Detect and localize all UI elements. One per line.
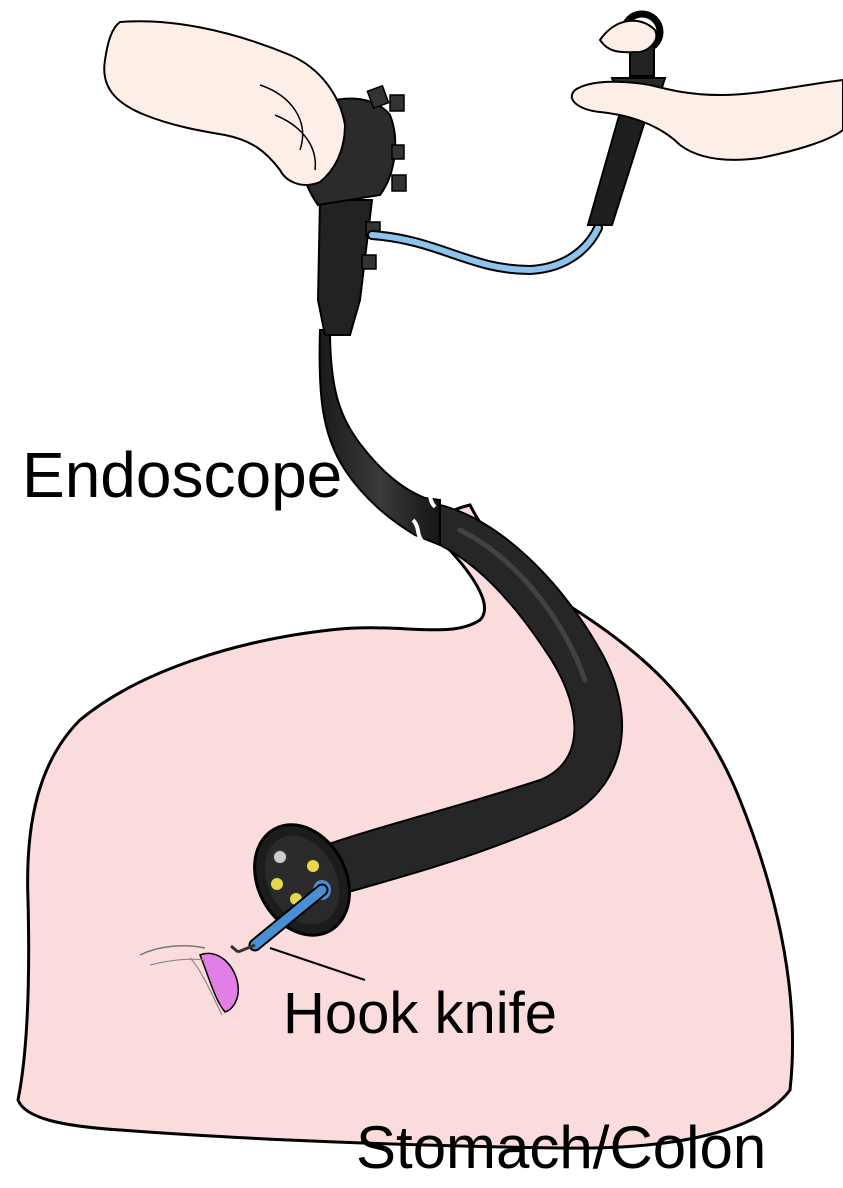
- tip-light-1: [307, 860, 319, 872]
- endoscope-shaft: [320, 330, 440, 545]
- hook-knife-label: Hook knife: [283, 985, 557, 1043]
- stomach-colon-label: Stomach/Colon: [356, 1118, 766, 1178]
- right-thumb: [600, 21, 656, 53]
- endoscope-label: Endoscope: [22, 443, 342, 507]
- left-hand: [104, 21, 345, 185]
- tip-water-nozzle: [273, 850, 287, 864]
- tip-light-2: [271, 878, 283, 890]
